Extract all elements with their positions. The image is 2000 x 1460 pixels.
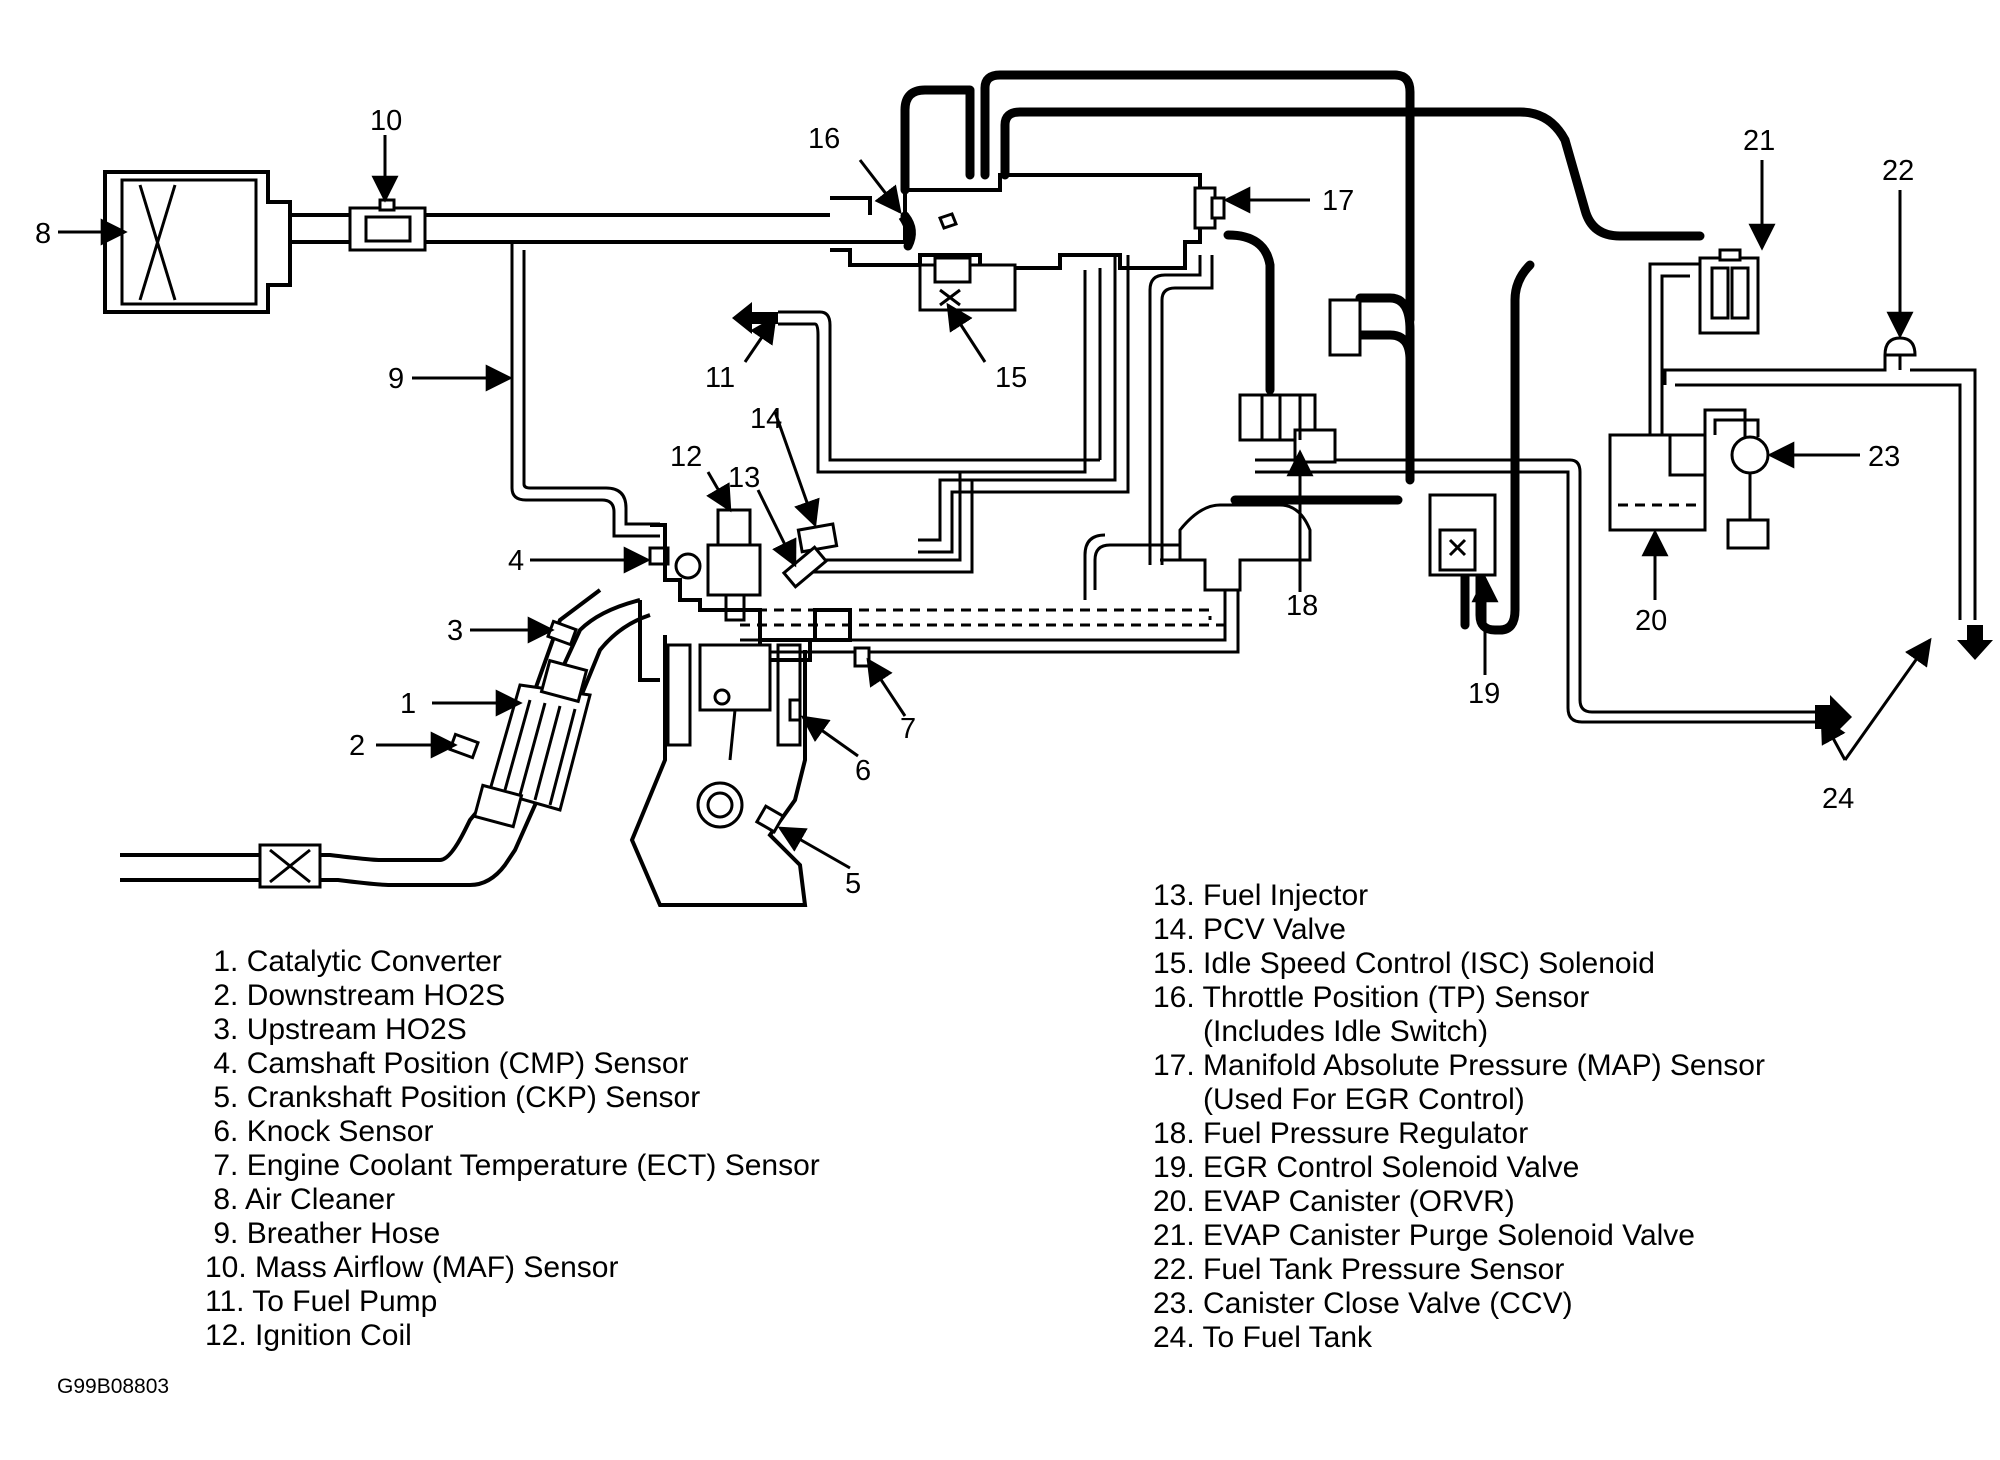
breather-hose: [510, 242, 660, 538]
legend-item: 3. Upstream HO2S: [205, 1013, 467, 1046]
legend-item: 11. To Fuel Pump: [205, 1285, 438, 1318]
tp-sensor: [900, 211, 916, 251]
map-sensor: [1193, 186, 1226, 230]
callout-18: 18: [1286, 590, 1318, 622]
callout-20: 20: [1635, 605, 1667, 637]
figure-code: G99B08803: [57, 1375, 170, 1398]
callout-3: 3: [447, 615, 463, 647]
legend-item: 1. Catalytic Converter: [205, 945, 502, 978]
callout-9: 9: [388, 363, 404, 395]
callout-12: 12: [670, 441, 702, 473]
canister-close-valve: [1726, 435, 1770, 550]
legend-item: 16. Throttle Position (TP) Sensor: [1153, 981, 1590, 1014]
legend-item: 2. Downstream HO2S: [205, 979, 506, 1012]
callout-16: 16: [808, 123, 840, 155]
legend-item: 19. EGR Control Solenoid Valve: [1153, 1151, 1580, 1184]
vacuum-reservoir: [1328, 298, 1362, 357]
fuel-pressure-regulator: [1238, 393, 1337, 464]
isc-solenoid: [918, 256, 1017, 312]
throttle-body: [830, 173, 1202, 270]
callout-17: 17: [1322, 185, 1354, 217]
evap-canister: [1608, 433, 1707, 532]
callout-13: 13: [728, 462, 760, 494]
fuel-tank-pressure-sensor: [1883, 336, 1917, 357]
evap-lines: [1648, 262, 1977, 620]
legend-item: 14. PCV Valve: [1153, 913, 1346, 946]
flow-arrow-to-fuel-pump: [732, 302, 778, 334]
fuel-injector: [781, 545, 829, 589]
legend-item: 24. To Fuel Tank: [1153, 1321, 1373, 1354]
legend-item: 10. Mass Airflow (MAF) Sensor: [205, 1251, 619, 1284]
callout-21: 21: [1743, 125, 1775, 157]
maf-sensor: [348, 198, 427, 252]
callout-10: 10: [370, 105, 402, 137]
ect-sensor: [853, 646, 871, 668]
callout-7: 7: [900, 713, 916, 745]
legend-item: (Used For EGR Control): [1153, 1083, 1525, 1116]
engine-block: [629, 635, 808, 907]
front-catalyst: [258, 843, 322, 889]
callout-22: 22: [1882, 155, 1914, 187]
callout-2: 2: [349, 730, 365, 762]
pcv-valve: [796, 522, 839, 554]
legend-item: 7. Engine Coolant Temperature (ECT) Sens…: [205, 1149, 820, 1182]
legend-item: 13. Fuel Injector: [1153, 879, 1369, 912]
fuel-rail-manifold: [1160, 503, 1312, 592]
flow-arrow-to-fuel-tank: [1815, 625, 1993, 739]
callout-1: 1: [400, 688, 416, 720]
leader-lines: [58, 135, 1932, 870]
legend-item: 22. Fuel Tank Pressure Sensor: [1153, 1253, 1565, 1286]
callout-19: 19: [1468, 678, 1500, 710]
purge-solenoid-valve: [1698, 248, 1760, 335]
ignition-coil: [706, 508, 762, 622]
callout-8: 8: [35, 218, 51, 250]
cylinder-head: [638, 523, 852, 682]
legend-item: 20. EVAP Canister (ORVR): [1153, 1185, 1515, 1218]
egr-solenoid-valve: [1428, 493, 1497, 577]
legend-item: 23. Canister Close Valve (CCV): [1153, 1287, 1573, 1320]
callout-6: 6: [855, 755, 871, 787]
legend-item: 21. EVAP Canister Purge Solenoid Valve: [1153, 1219, 1695, 1252]
legend-right: 13. Fuel Injector 14. PCV Valve 15. Idle…: [1153, 879, 1765, 1355]
legend-item: 12. Ignition Coil: [205, 1319, 412, 1352]
legend-left: 1. Catalytic Converter 2. Downstream HO2…: [205, 945, 820, 1353]
legend-item: 5. Crankshaft Position (CKP) Sensor: [205, 1081, 701, 1114]
callout-11: 11: [705, 362, 735, 394]
legend-item: 8. Air Cleaner: [205, 1183, 396, 1216]
legend-item: 18. Fuel Pressure Regulator: [1153, 1117, 1529, 1150]
callout-14: 14: [750, 403, 782, 435]
callout-4: 4: [508, 545, 524, 577]
air-cleaner: [103, 170, 292, 314]
callout-24: 24: [1822, 783, 1854, 815]
legend-item: 15. Idle Speed Control (ISC) Solenoid: [1153, 947, 1655, 980]
callout-23: 23: [1868, 441, 1900, 473]
callout-5: 5: [845, 868, 861, 900]
callout-15: 15: [995, 362, 1027, 394]
legend-item: 9. Breather Hose: [205, 1217, 441, 1250]
knock-sensor: [788, 698, 802, 722]
vacuum-hoses: [900, 70, 1705, 635]
legend-item: 6. Knock Sensor: [205, 1115, 434, 1148]
legend-item: (Includes Idle Switch): [1153, 1015, 1489, 1048]
callouts: 10 8 9 16 17 15 11 14 12 13 4 3 1 2 7 6 …: [35, 105, 1914, 900]
legend-item: 4. Camshaft Position (CMP) Sensor: [205, 1047, 689, 1080]
catalytic-converter: [472, 658, 592, 829]
legend-item: 17. Manifold Absolute Pressure (MAP) Sen…: [1153, 1049, 1765, 1082]
cmp-sensor: [648, 546, 702, 580]
